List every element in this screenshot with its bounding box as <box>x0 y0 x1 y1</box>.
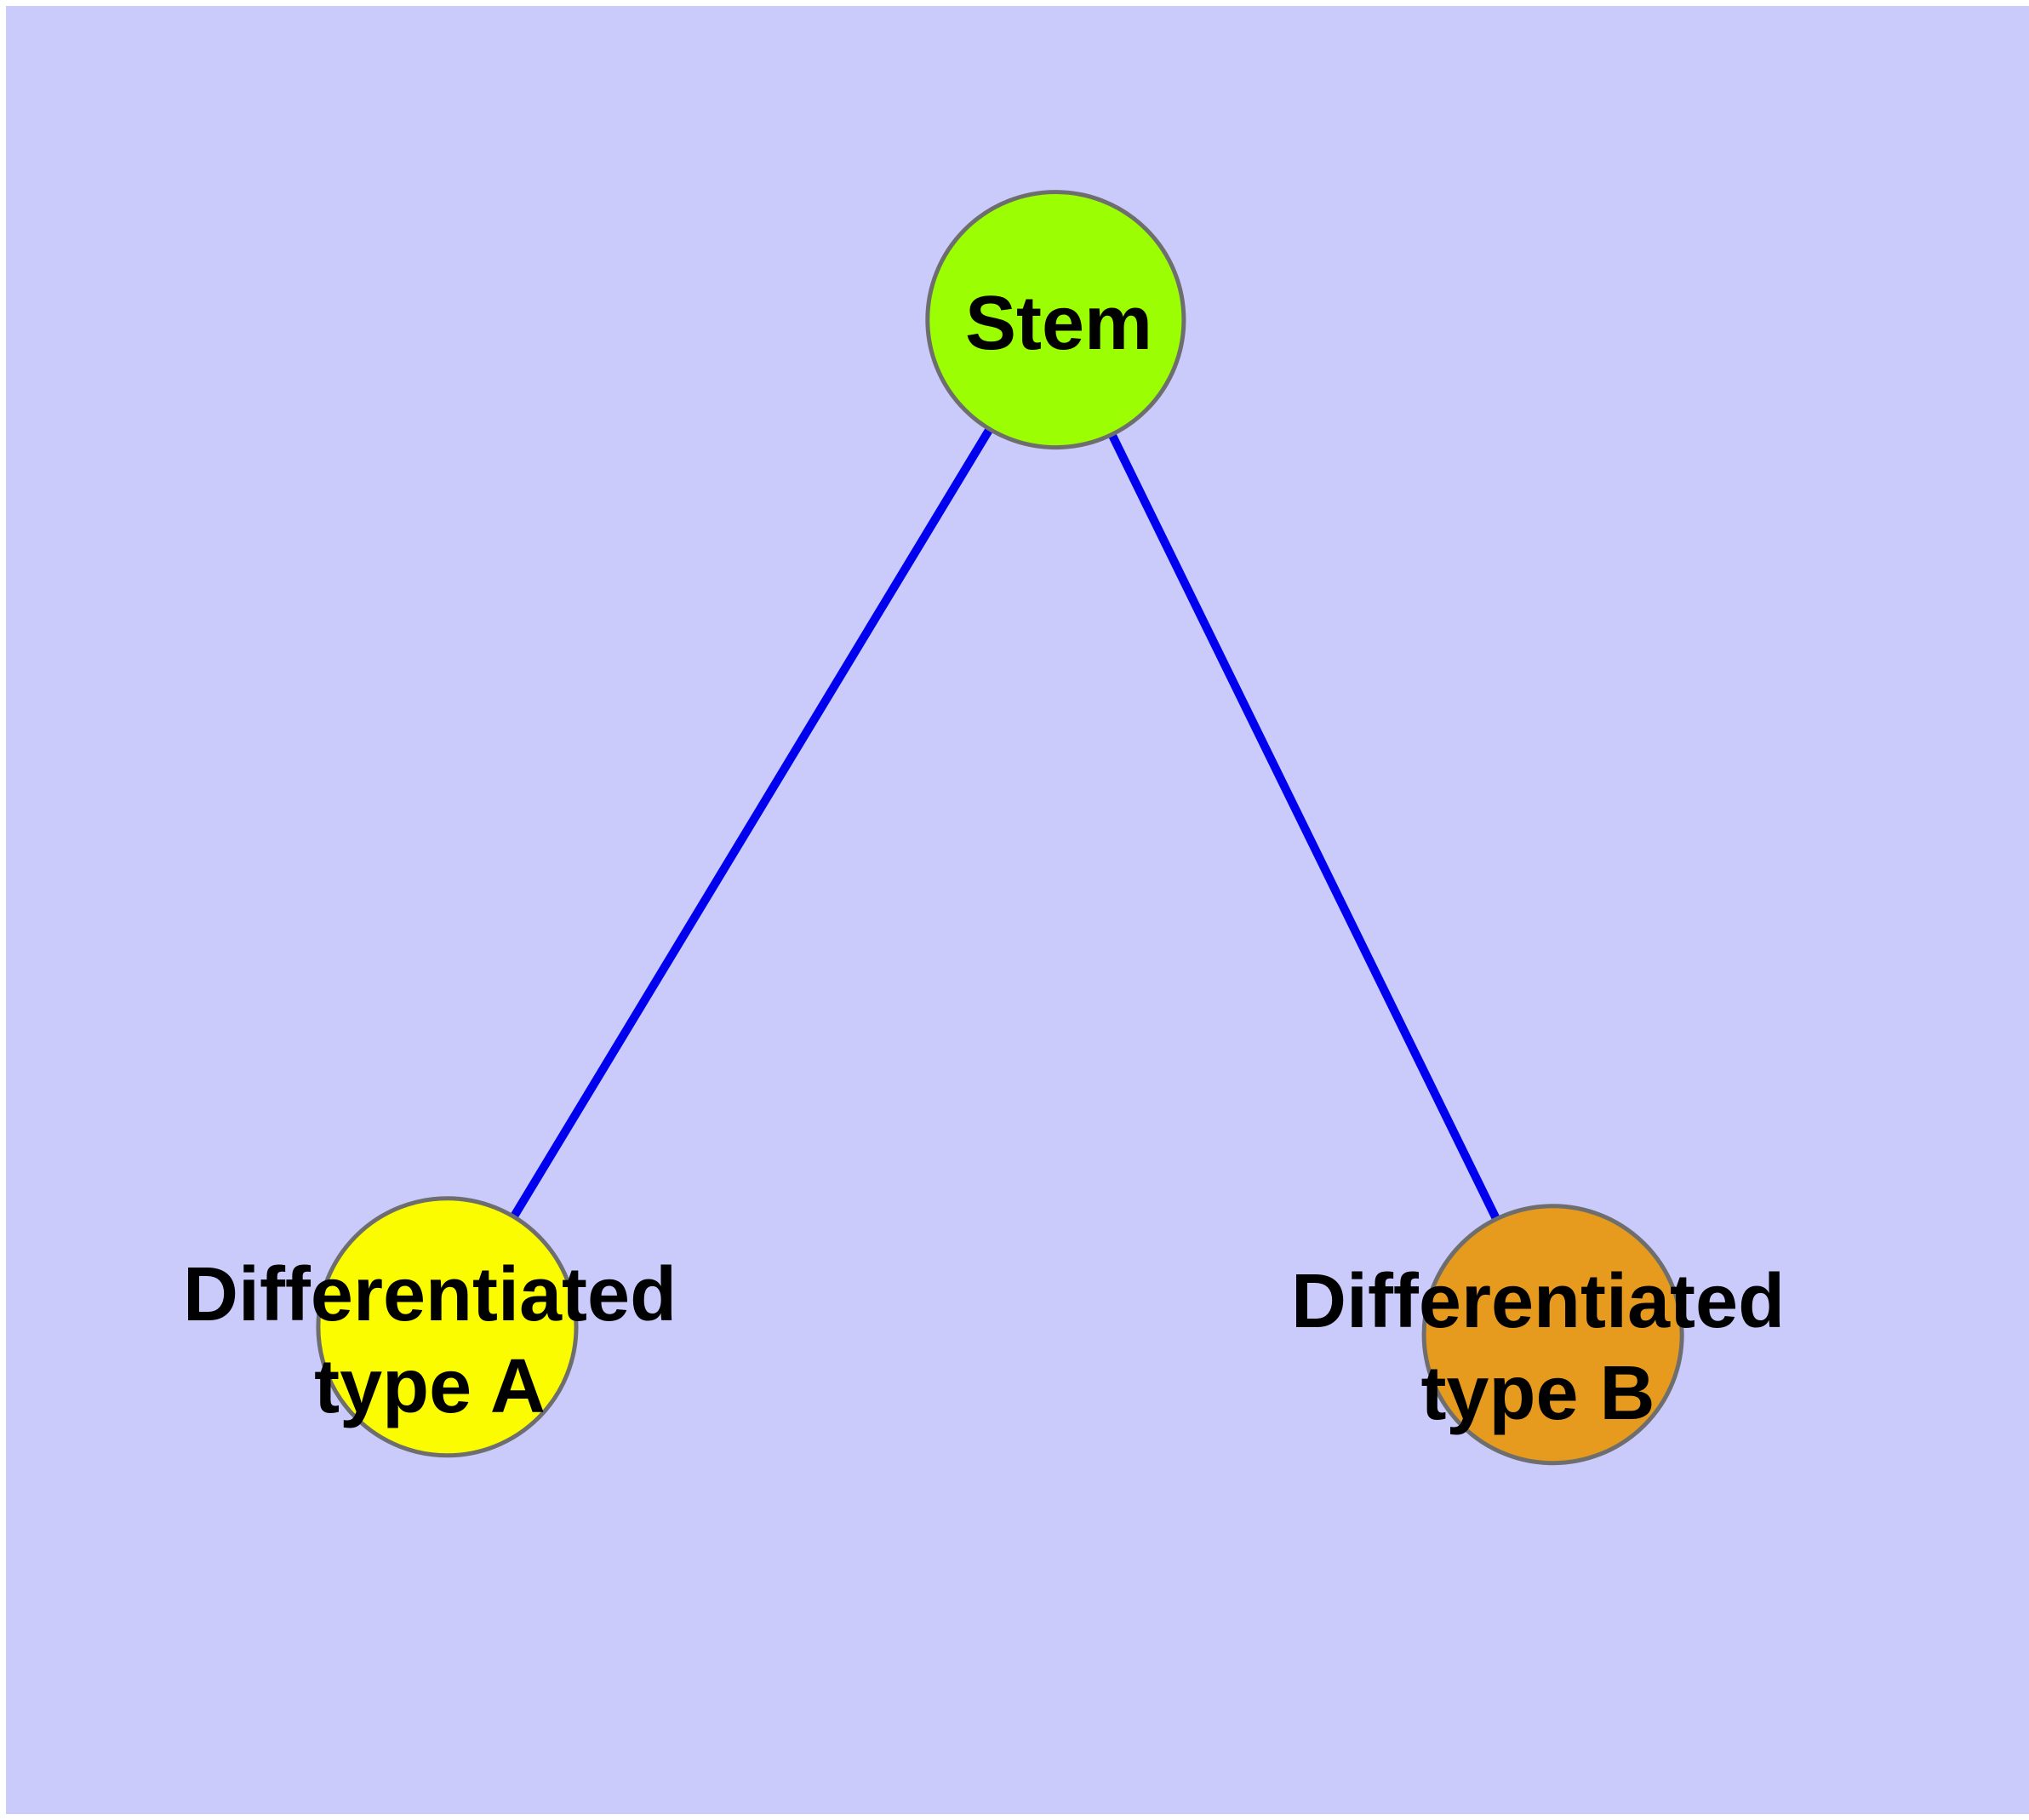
node-stem-label-text: Stem <box>964 281 1153 366</box>
edge-stem-to-type-a <box>443 318 1060 1330</box>
graph-svg <box>316 190 1684 1466</box>
edge-stem-to-type-b <box>1051 318 1557 1336</box>
node-stem-label: Stem <box>965 278 1152 369</box>
node-type-b-circle <box>1421 1204 1684 1466</box>
node-type-a-circle <box>316 1196 579 1458</box>
node-type-a-label: Differentiated type A <box>183 1249 677 1433</box>
node-type-b-label-line2: type B <box>1420 1351 1655 1436</box>
node-type-a-label-line2: type A <box>314 1344 546 1429</box>
node-type-b-label-line1: Differentiated <box>1290 1259 1786 1344</box>
node-type-b-label: Differentiated type B <box>1291 1256 1785 1439</box>
node-type-a-label-line1: Differentiated <box>182 1252 677 1337</box>
node-stem-circle <box>925 190 1186 450</box>
